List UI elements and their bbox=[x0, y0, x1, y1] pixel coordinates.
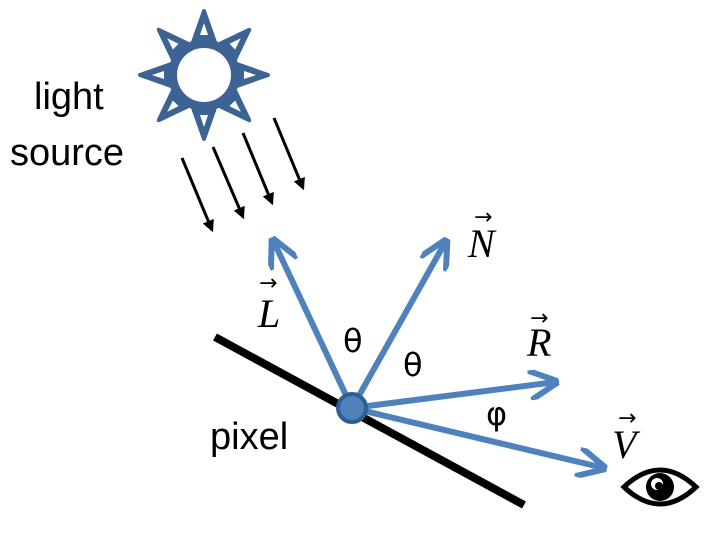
angle-theta-right: θ bbox=[403, 346, 423, 384]
vector-v-label: → V bbox=[612, 406, 641, 467]
light-ray bbox=[211, 146, 245, 220]
vector-l-label: → L bbox=[257, 271, 280, 336]
light-ray bbox=[272, 117, 305, 191]
pixel-label: pixel bbox=[210, 416, 288, 458]
vector-v-line bbox=[349, 405, 604, 468]
svg-text:→: → bbox=[474, 205, 492, 230]
sun-icon bbox=[138, 9, 270, 141]
svg-text:→: → bbox=[259, 271, 277, 296]
surface-line bbox=[213, 333, 526, 509]
svg-text:L: L bbox=[257, 291, 280, 336]
light-ray bbox=[180, 157, 214, 233]
pixel-point-icon bbox=[336, 392, 368, 424]
vector-n-label: → N bbox=[467, 205, 497, 266]
svg-text:→: → bbox=[530, 306, 548, 331]
vector-r-label: → R bbox=[526, 306, 551, 365]
light-rays bbox=[180, 117, 305, 233]
light-ray bbox=[241, 132, 274, 206]
vector-n-line bbox=[349, 241, 446, 411]
vector-l-line bbox=[273, 240, 355, 411]
svg-text:N: N bbox=[467, 221, 497, 266]
eye-icon bbox=[620, 467, 700, 507]
svg-text:R: R bbox=[526, 320, 551, 365]
light-source-label-line1: light bbox=[34, 76, 104, 118]
vector-r-line bbox=[349, 382, 556, 411]
svg-text:→: → bbox=[618, 406, 636, 431]
svg-text:V: V bbox=[612, 422, 641, 467]
light-source-label-line2: source bbox=[10, 132, 124, 174]
vectors bbox=[273, 240, 604, 468]
angle-phi: φ bbox=[486, 395, 507, 433]
angle-theta-left: θ bbox=[343, 322, 363, 360]
